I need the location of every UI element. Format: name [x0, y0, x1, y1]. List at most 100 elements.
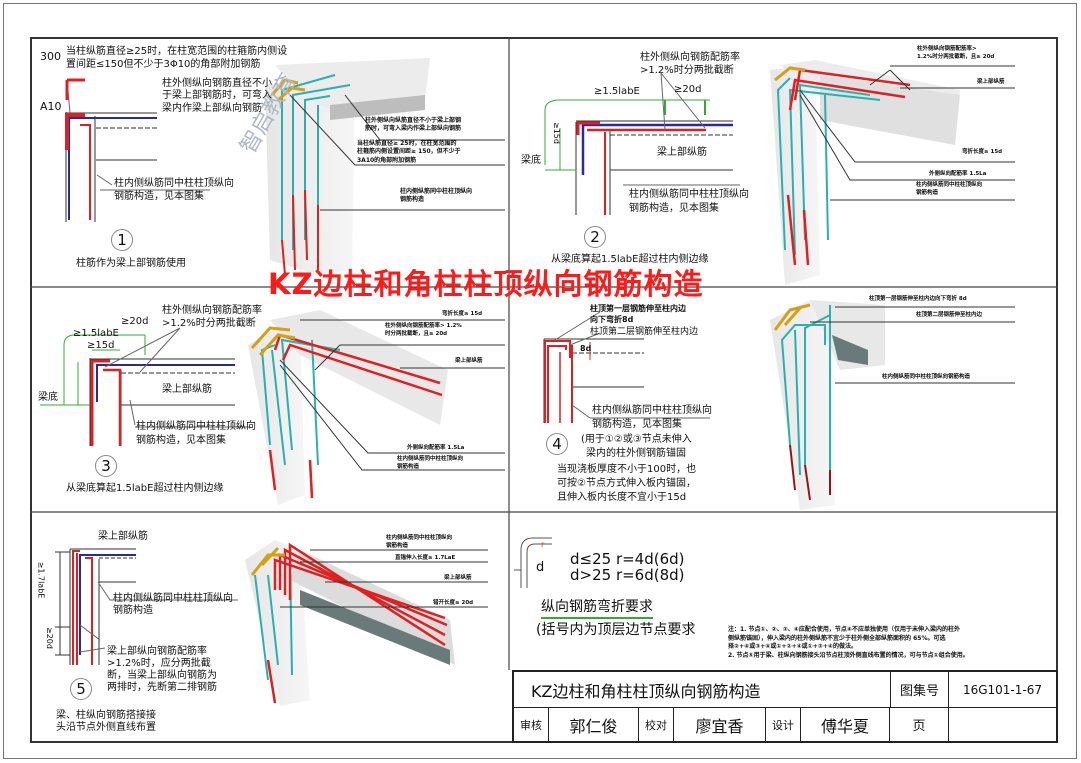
note-outer-2: 于梁上部钢筋时，可弯入	[162, 90, 272, 101]
p2-beam-bottom: 梁底	[521, 155, 541, 166]
p3-dim-15d: ≥15d	[87, 340, 115, 351]
p2-dim-la: ≥1.5labE	[594, 86, 640, 97]
iso2-label-4: 外侧纵向配筋率 1.5La	[929, 171, 987, 177]
p2-ratio-1: 柱外侧纵向钢筋配筋率	[640, 52, 740, 63]
p3-dim-20d: ≥20d	[121, 316, 149, 327]
iso2-label-3: 弯折长度≥ 15d	[962, 149, 1003, 155]
bend-rule-2: d>25 r=6d(8d)	[570, 566, 685, 584]
note-inner-1: 柱内侧纵筋同中柱柱顶纵向	[114, 178, 234, 189]
page-label: 页	[890, 708, 949, 741]
p5-caption: 梁、柱纵向钢筋搭接接头沿节点外侧直线布置	[56, 710, 156, 733]
p2-beam-top: 梁上部纵筋	[657, 147, 707, 158]
reviewer-name: 郭仁俊	[549, 708, 639, 741]
p4-layer2: 柱顶第二层钢筋伸至柱内边	[590, 327, 699, 337]
p3-ratio-2: >1.2%时分两批截断	[162, 318, 256, 329]
p5-dim-lower: ≥20d	[44, 627, 54, 649]
bend-title: 纵向钢筋弯折要求	[541, 599, 653, 619]
iso1-label-1: 柱外侧纵向纵筋直径不小于梁上部钢筋时，可弯入梁内作梁上部纵向钢筋	[365, 117, 462, 133]
p2-ratio-2: >1.2%时分两批截断	[640, 65, 734, 76]
detail-3-section	[40, 327, 250, 446]
p5-inner-2: 钢筋构造	[113, 605, 153, 616]
iso4-label-2: 柱顶第二层钢筋伸至柱内边	[916, 312, 983, 318]
iso5-label-3: 梁上部纵筋	[444, 575, 472, 581]
detail-number-5: 5	[70, 678, 92, 700]
iso4-label-3: 柱内侧纵筋同中柱柱顶纵向钢筋构造	[882, 374, 971, 380]
p4-slab-3: 且伸入板内长度不宜小于15d	[557, 492, 687, 503]
detail-5-section	[55, 548, 238, 665]
detail-4-section	[543, 311, 710, 423]
note-inner-2: 钢筋构造，见本图集	[114, 191, 204, 202]
detail-2-section	[544, 72, 740, 215]
p5-ratio: 梁上部纵向钢筋配筋率>1.2%时，应分两批截断，当梁上部纵向钢筋为两排时，先断第…	[107, 646, 217, 693]
caption-1: 柱筋作为梁上部钢筋使用	[76, 258, 186, 269]
p4-inner-1: 柱内侧纵筋同中柱柱顶纵向	[592, 405, 712, 416]
detail-number-2: 2	[584, 226, 606, 248]
checker-name: 廖宜香	[674, 708, 766, 741]
label-a10: A10	[40, 100, 62, 113]
detail-1-3d	[265, 58, 505, 276]
detail-number-4: 4	[546, 433, 568, 455]
iso3-label-2: 柱外侧纵向钢筋配筋率> 1.2%时分两批截断，且≥ 20d	[385, 323, 462, 337]
page-number	[949, 708, 1056, 741]
p5-inner-1: 柱内侧纵筋同中柱柱顶纵向	[113, 593, 233, 604]
atlas-number: 16G101-1-67	[962, 682, 1043, 697]
iso2-label-1: 柱外侧纵向钢筋配筋率>1.2%时分两批截断，且≥ 20d	[917, 46, 995, 60]
bend-d: d	[536, 560, 545, 575]
iso2-label-5: 柱内侧纵筋同中柱柱顶纵向钢筋构造	[916, 182, 983, 196]
drawing-title: KZ边柱和角柱柱顶纵向钢筋构造	[514, 672, 891, 707]
iso2-label-2: 梁上部纵筋	[977, 79, 1005, 85]
review-label: 审核	[514, 708, 549, 741]
note-outer-3: 梁内作梁上部纵向钢筋	[162, 103, 262, 114]
note-top-2: 置间距≤150但不少于3Φ10的角部附加钢筋	[66, 59, 261, 70]
panel-grid	[30, 37, 1057, 670]
note-outer-1: 柱外侧纵向钢筋直径不小	[162, 78, 272, 89]
bend-r: r	[541, 540, 545, 549]
p5-beam-top: 梁上部纵筋	[98, 531, 148, 542]
iso1-label-3: 柱内侧纵筋同中柱柱顶纵向钢筋构造	[400, 188, 473, 204]
iso4-label-1: 柱顶第一层钢筋伸至柱内边向下弯折 8d	[869, 296, 967, 302]
dim-300: 300	[40, 50, 61, 63]
detail-2-3d	[770, 60, 1015, 285]
iso5-label-2: 直锚伸入长度≥ 1.7LaE	[395, 555, 456, 561]
p3-ratio-1: 柱外侧纵向钢筋配筋率	[162, 305, 262, 316]
designer-name: 傅华夏	[801, 708, 890, 741]
bend-rule-1: d≤25 r=4d(6d)	[570, 550, 685, 568]
p4-use-2: 梁内的柱外侧钢筋锚固	[586, 448, 686, 459]
iso3-label-5: 柱内侧纵筋同中柱柱顶纵向钢筋构造	[397, 456, 464, 470]
iso3-label-4: 外侧纵向配筋率 1.5La	[407, 445, 465, 451]
p4-use-1: (用于①②或③节点未伸入	[581, 434, 692, 445]
page-border	[3, 3, 1077, 759]
iso5-label-4: 错开长度≥ 20d	[433, 600, 474, 606]
p3-beam-bottom: 梁底	[38, 392, 58, 403]
p3-beam-top: 梁上部纵筋	[162, 384, 212, 395]
iso3-label-3: 梁上部纵筋	[455, 358, 483, 364]
p4-slab-2: 可按②节点方式伸入板内锚固，	[557, 478, 696, 489]
p2-dim-20d: ≥20d	[674, 84, 702, 95]
general-notes: 注：1. 节点①、②、③、④应配合使用，节点④不应单独使用（仅用于未伸入梁内的柱…	[728, 626, 969, 660]
p4-layer1: 柱顶第一层钢筋伸至柱内边向下弯折8d	[590, 304, 686, 325]
p2-inner-1: 柱内侧纵筋同中柱柱顶纵向	[629, 189, 749, 200]
p3-dim-la: ≥1.5labE	[73, 328, 119, 339]
bend-diagram	[514, 537, 552, 588]
detail-4-3d	[770, 300, 1015, 510]
main-title: KZ边柱和角柱柱顶纵向钢筋构造	[268, 267, 704, 301]
detail-number-1: 1	[111, 229, 133, 251]
detail-1-section	[65, 78, 210, 222]
p3-inner-2: 钢筋构造，见本图集	[136, 435, 226, 446]
bend-subtitle: (括号内为顶层边节点要求	[536, 622, 696, 638]
detail-3-3d	[248, 310, 505, 505]
note-top-1: 当柱纵筋直径≥25时，在柱宽范围的柱箍筋内侧设	[66, 46, 288, 57]
p2-dim-15d: ≥15d	[551, 122, 561, 144]
p4-dim-8d: 8d	[580, 344, 592, 353]
iso3-label-1: 弯折长度≥ 15d	[442, 311, 483, 317]
design-label: 设计	[766, 708, 801, 741]
detail-5-3d	[245, 540, 488, 706]
title-block: KZ边柱和角柱柱顶纵向钢筋构造 图集号 16G101-1-67 审核 郭仁俊 校…	[512, 670, 1058, 743]
check-label: 校对	[639, 708, 674, 741]
caption-3: 从梁底算起1.5labE超过柱内侧边缘	[66, 483, 224, 494]
p4-inner-2: 钢筋构造，见本图集	[592, 419, 682, 430]
detail-number-3: 3	[95, 455, 117, 477]
atlas-label: 图集号	[891, 672, 949, 707]
caption-2: 从梁底算起1.5labE超过柱内侧边缘	[551, 254, 709, 265]
